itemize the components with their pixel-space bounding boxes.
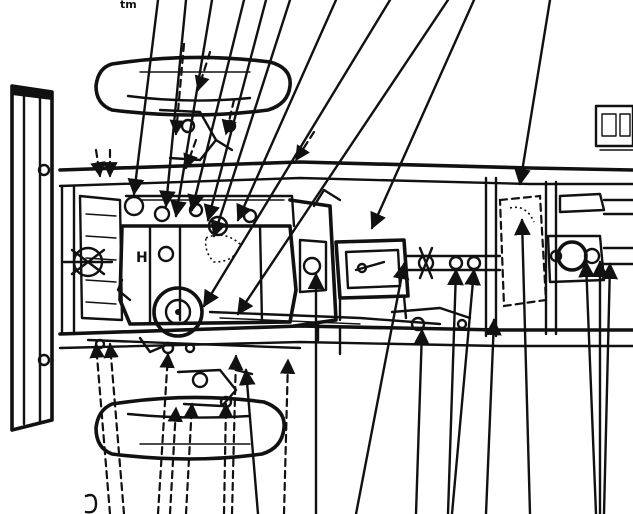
front-wheel-top xyxy=(94,55,292,117)
steering-knuckle-bottom xyxy=(176,368,254,409)
engine-mark: H xyxy=(136,250,148,266)
leader-dashed-top xyxy=(90,42,316,178)
front-bumper xyxy=(10,84,54,432)
radiator-fan xyxy=(62,194,124,322)
crank-pulley xyxy=(152,286,204,338)
frame-rails xyxy=(58,160,633,350)
leaf-spring xyxy=(208,306,472,356)
transmission xyxy=(334,238,410,322)
leader-dashed-bottom xyxy=(89,342,296,514)
instrument-panel xyxy=(594,104,633,151)
engine-block: H xyxy=(116,194,298,326)
edge-letter-fragment xyxy=(84,493,98,514)
leader-arrows-bottom xyxy=(238,218,619,514)
corner-text: tm xyxy=(120,0,137,11)
fuel-tank-outline xyxy=(498,194,548,308)
leader-arrows-top xyxy=(127,0,552,316)
rear-axle xyxy=(546,192,633,284)
